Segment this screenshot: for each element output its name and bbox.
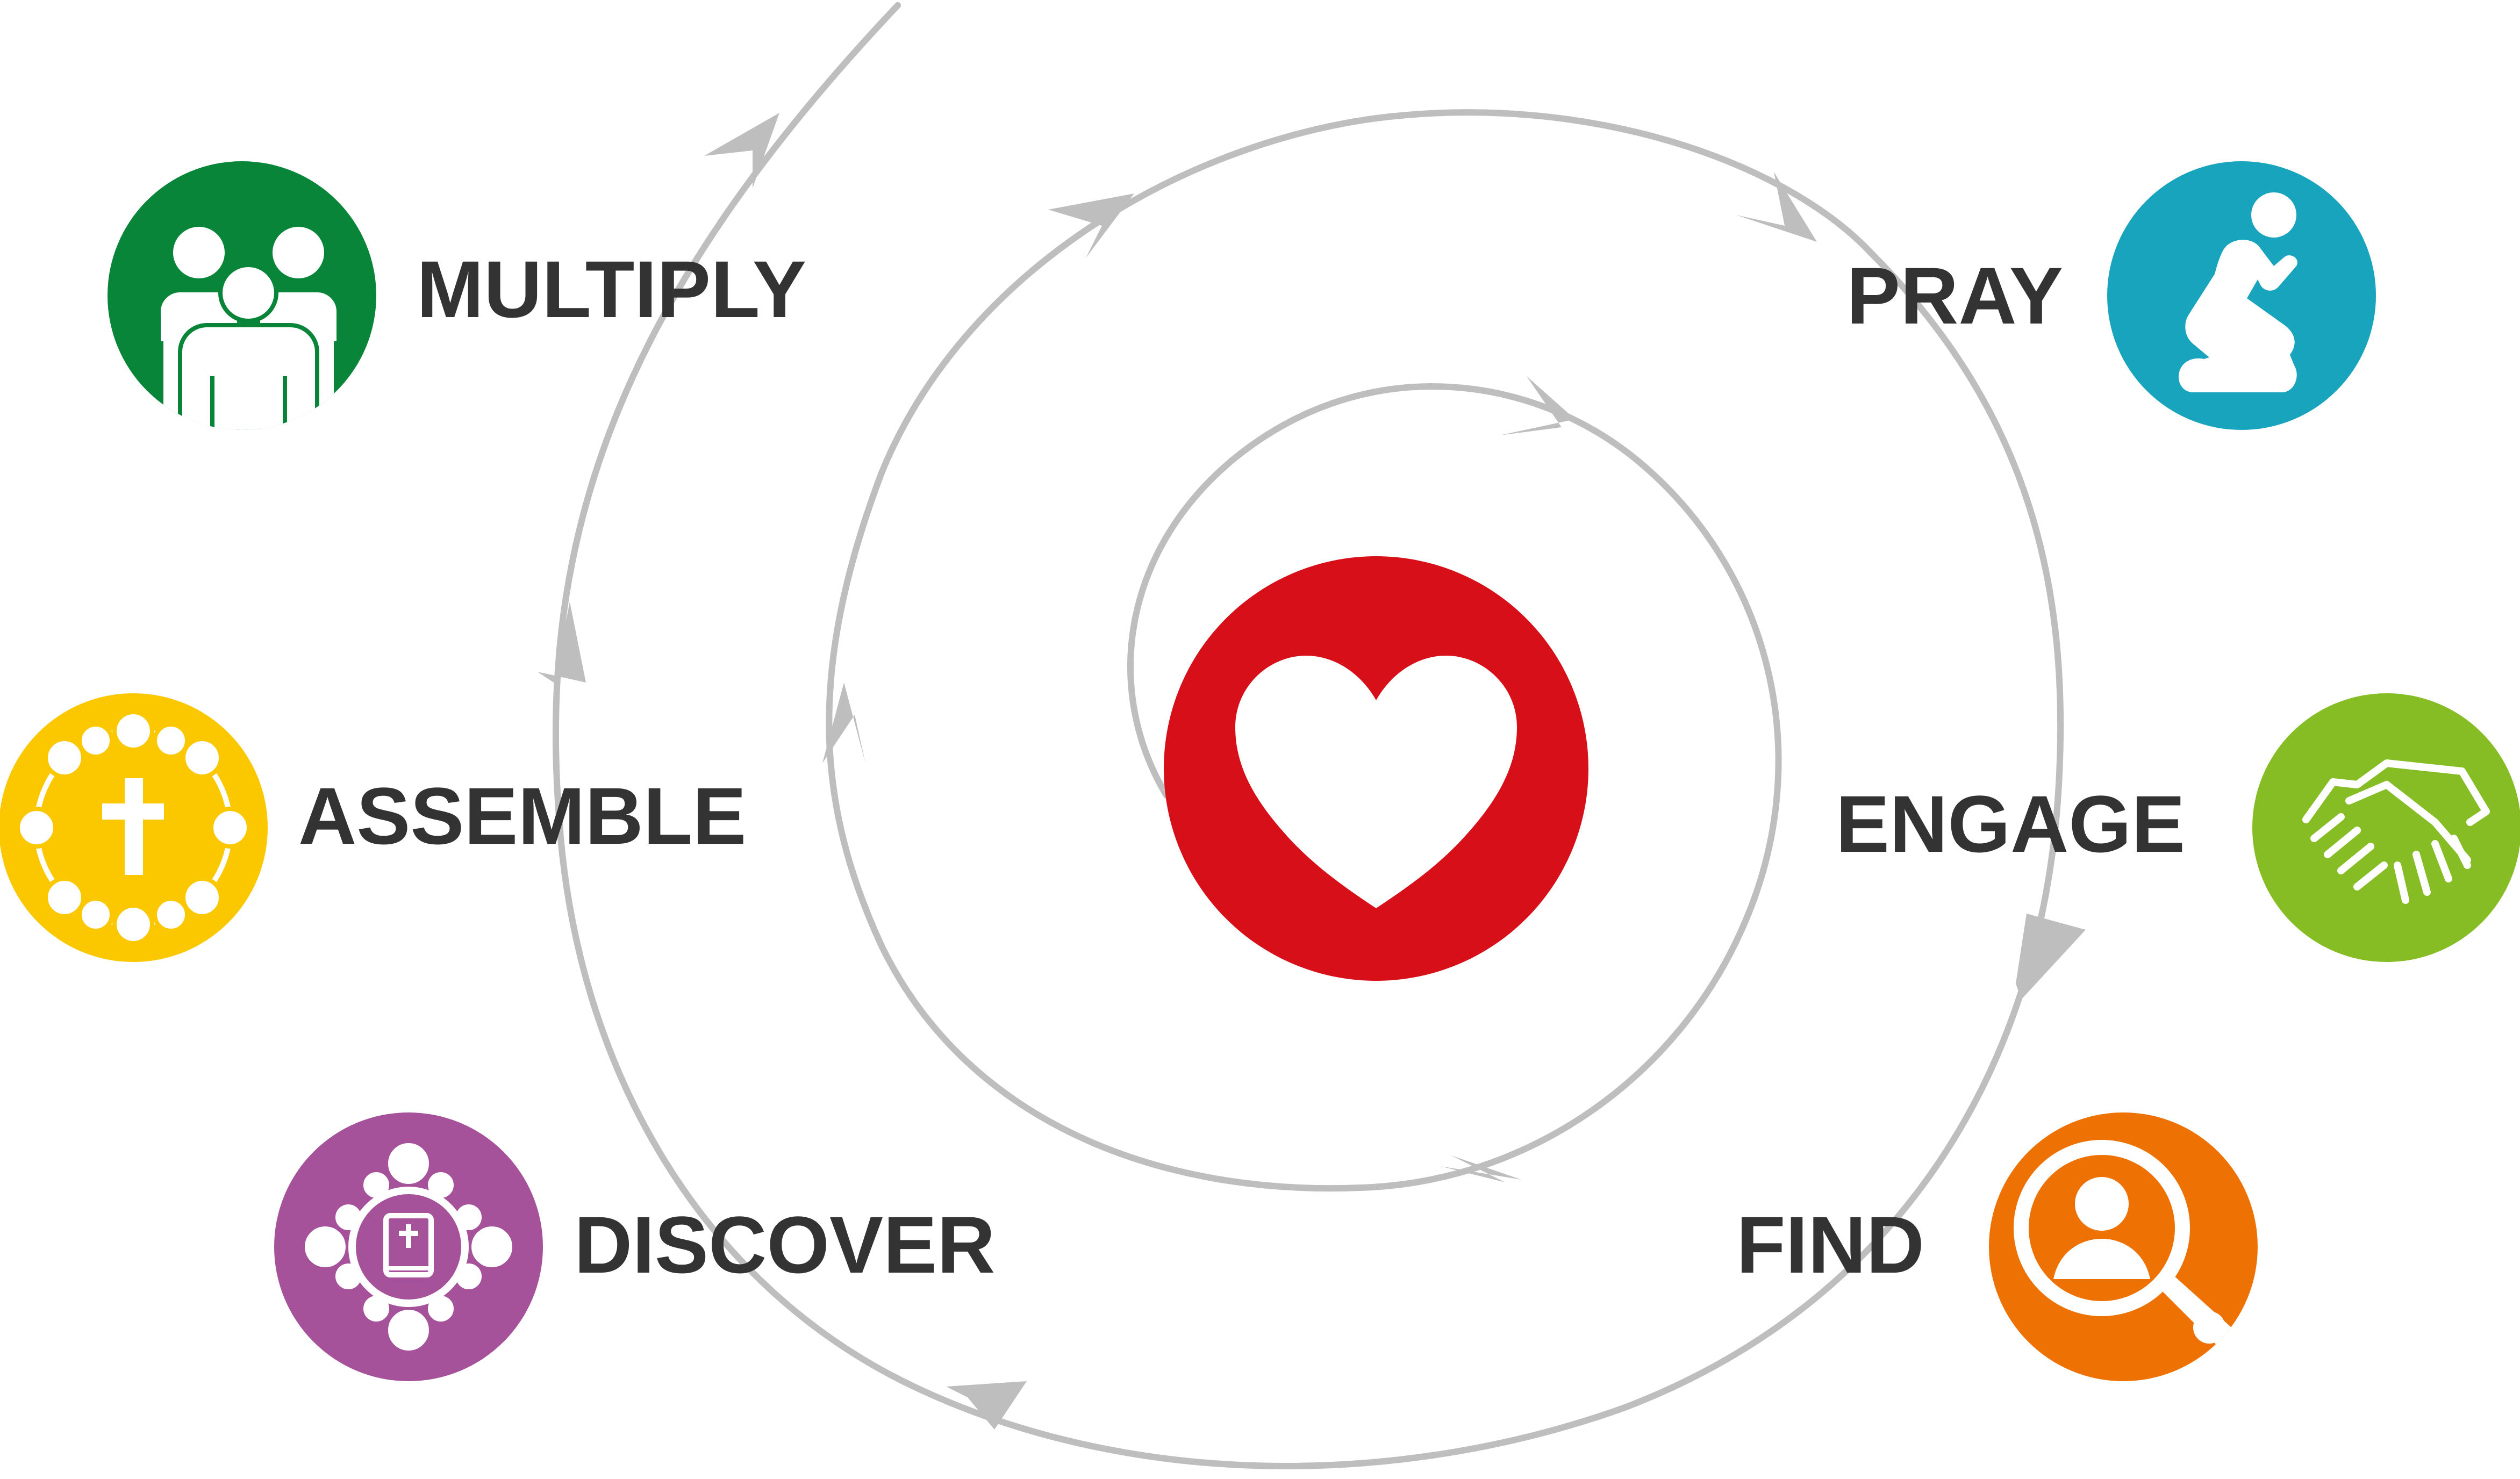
center-heart — [1164, 556, 1588, 981]
stage-assemble: ASSEMBLE — [0, 693, 746, 962]
cross-circle-of-people-icon — [16, 710, 251, 945]
handshake-icon — [2302, 759, 2490, 904]
spiral-arrow-path — [538, 2, 2086, 1469]
arrowhead — [1736, 172, 1817, 242]
person-search-icon — [2014, 1140, 2258, 1381]
stage-multiply: MULTIPLY — [108, 161, 806, 430]
arrowhead — [1048, 193, 1134, 258]
bible-study-circle-icon — [300, 1139, 517, 1355]
stage-find: FIND — [1736, 1112, 2258, 1381]
arrowhead — [946, 1381, 1027, 1430]
find-label: FIND — [1736, 1200, 1924, 1290]
arrowhead — [538, 602, 586, 683]
spiral-inner-loop — [552, 2, 2064, 1469]
arrowhead — [822, 683, 865, 763]
stage-discover: DISCOVER — [274, 1112, 995, 1381]
arrowhead — [1500, 376, 1575, 435]
engage-circle — [2252, 693, 2520, 962]
assemble-label: ASSEMBLE — [298, 771, 746, 861]
arrowhead — [704, 113, 779, 188]
discover-label: DISCOVER — [574, 1200, 995, 1290]
stage-pray: PRAY — [1846, 161, 2376, 430]
heart-icon — [1235, 656, 1517, 908]
arrowhead — [2016, 914, 2086, 1000]
multiply-label: MULTIPLY — [417, 244, 806, 334]
pray-label: PRAY — [1846, 250, 2063, 341]
arrowhead — [1441, 1155, 1521, 1182]
stage-engage: ENGAGE — [1836, 693, 2520, 962]
engage-label: ENGAGE — [1836, 779, 2185, 869]
kneeling-prayer-icon — [2178, 192, 2297, 392]
